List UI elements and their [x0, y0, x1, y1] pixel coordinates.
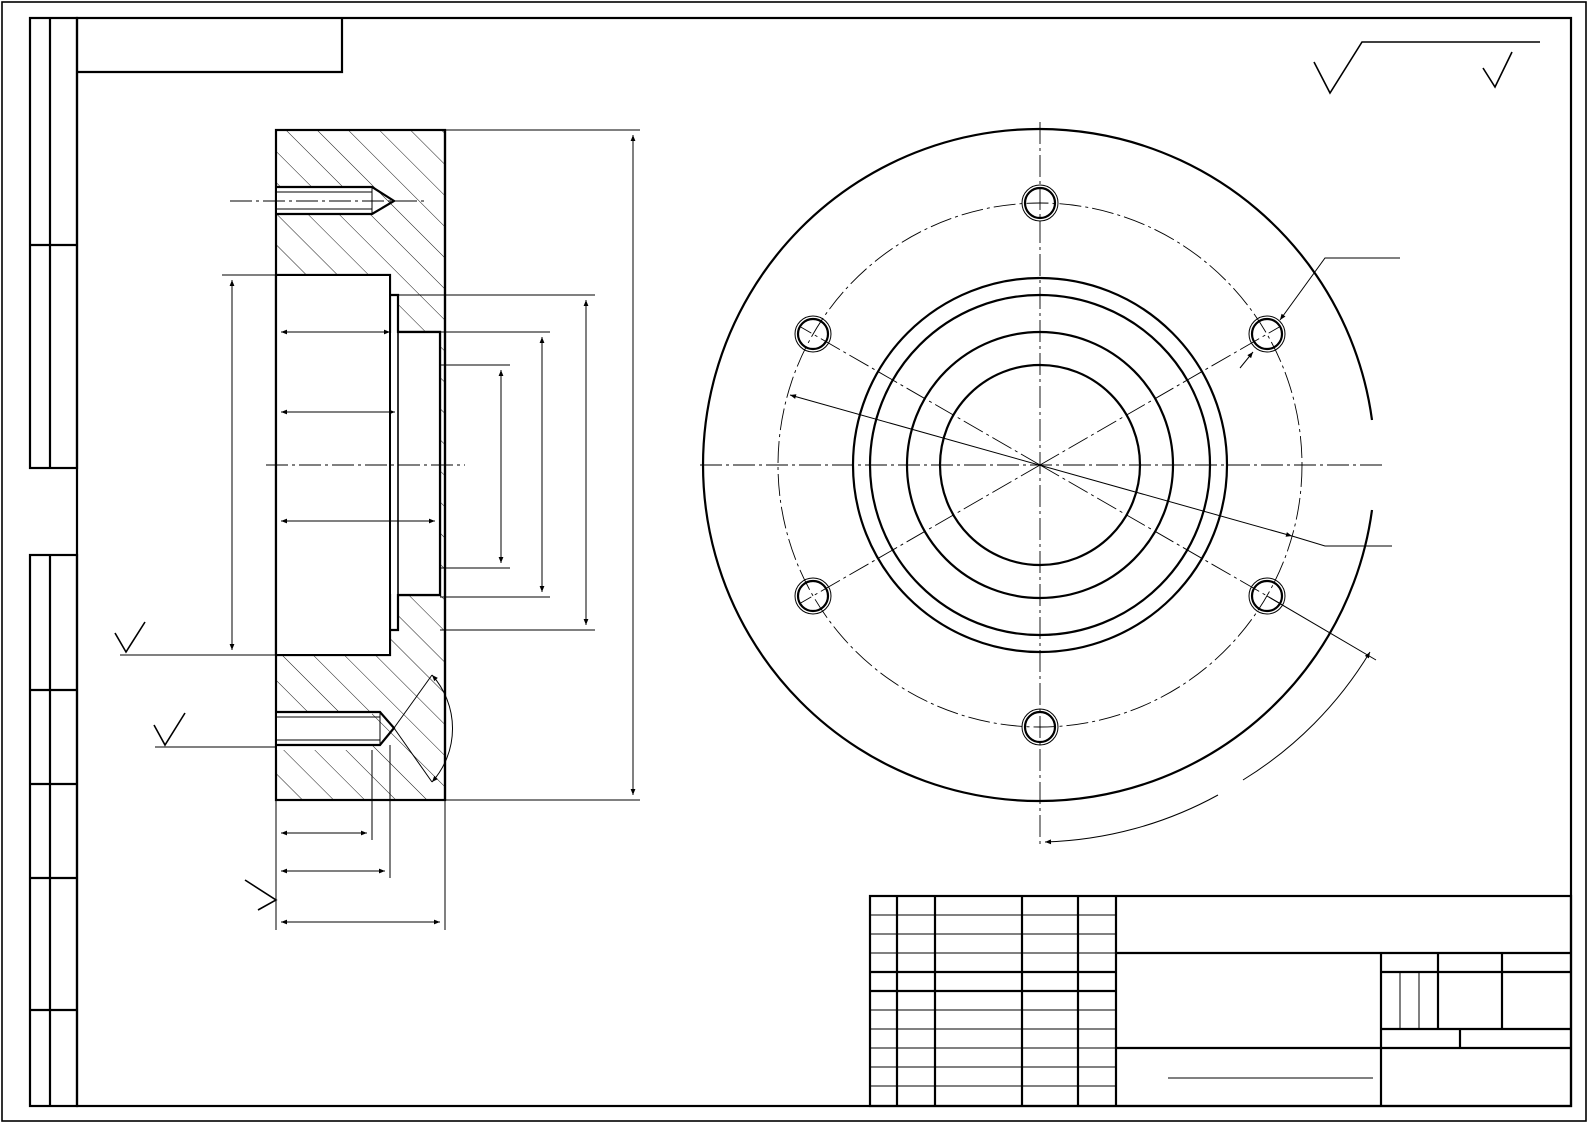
- roughness-symbol-general: [1313, 41, 1540, 95]
- top-left-designation-box: [77, 18, 344, 74]
- section-view: [114, 128, 640, 930]
- binding-margin-bottom: [28, 553, 79, 1108]
- front-view: [700, 122, 1400, 845]
- bolt-circle: [777, 202, 1303, 728]
- title-block: [868, 894, 1573, 1108]
- bolt-holes: [794, 184, 1286, 746]
- roughness-symbol-face: [244, 879, 278, 911]
- roughness-symbol-thread: [153, 712, 186, 747]
- outer-contour: [702, 127, 1374, 803]
- section-hatch-top: [276, 130, 445, 630]
- section-hatch-bottom: [276, 630, 445, 800]
- roughness-symbol-bore: [114, 621, 146, 654]
- binding-margin-top: [28, 16, 79, 470]
